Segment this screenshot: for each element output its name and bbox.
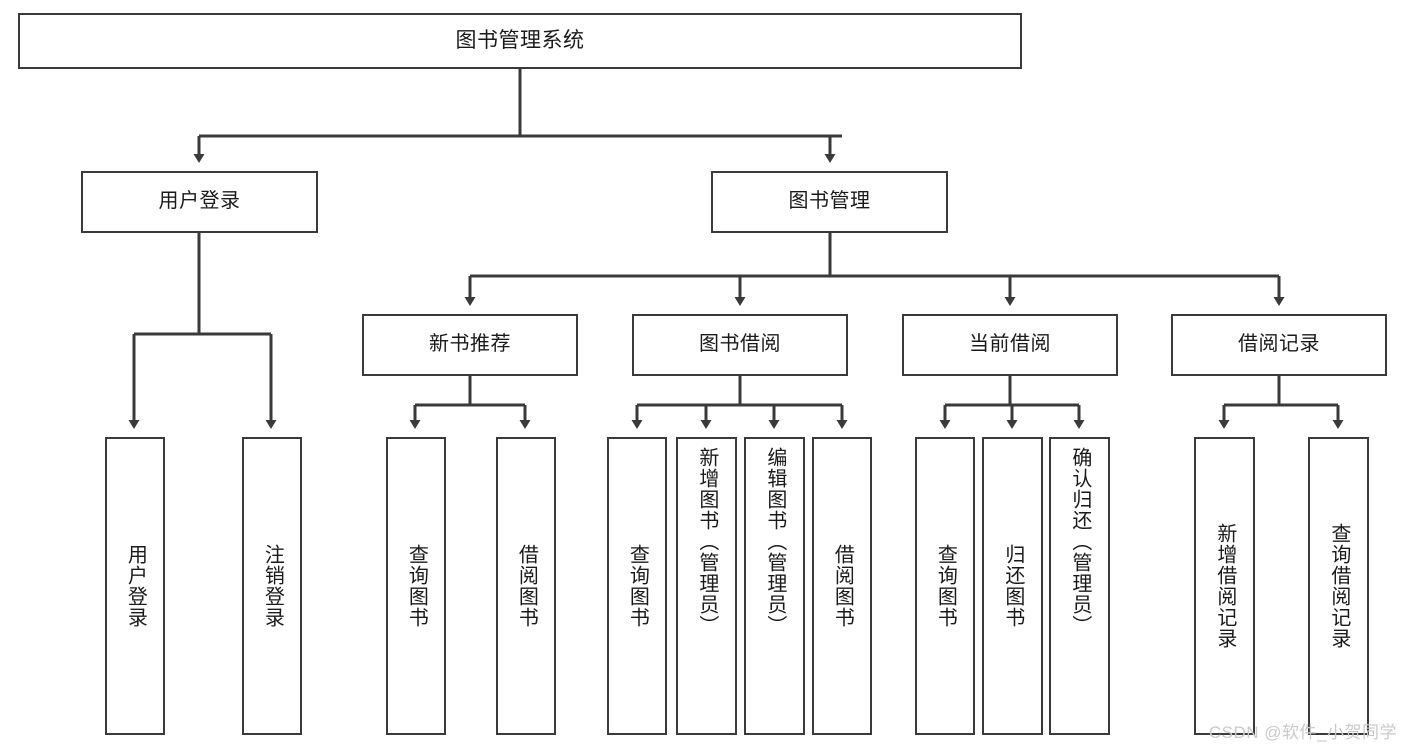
node-leaf-confirm-return-label: 确认归还（管理员） bbox=[1068, 447, 1091, 636]
node-borrow-record-label: 借阅记录 bbox=[1238, 333, 1320, 356]
node-leaf-query-book-1-label: 查询图书 bbox=[405, 544, 428, 628]
node-leaf-query-record-label: 查询借阅记录 bbox=[1327, 523, 1350, 649]
node-leaf-edit-book[interactable]: 编辑图书（管理员） bbox=[744, 437, 805, 735]
node-user-login[interactable]: 用户登录 bbox=[81, 171, 318, 233]
node-leaf-add-book[interactable]: 新增图书（管理员） bbox=[676, 437, 737, 735]
node-leaf-add-record[interactable]: 新增借阅记录 bbox=[1194, 437, 1255, 735]
node-leaf-user-logout-label: 注销登录 bbox=[261, 544, 284, 628]
node-book-borrow[interactable]: 图书借阅 bbox=[632, 314, 848, 376]
node-leaf-borrow-book-2-label: 借阅图书 bbox=[831, 544, 854, 628]
node-leaf-return-book[interactable]: 归还图书 bbox=[982, 437, 1043, 735]
node-leaf-query-book-2-label: 查询图书 bbox=[626, 544, 649, 628]
node-book-manage[interactable]: 图书管理 bbox=[711, 171, 948, 233]
node-leaf-add-record-label: 新增借阅记录 bbox=[1213, 523, 1236, 649]
node-leaf-user-login-label: 用户登录 bbox=[124, 544, 147, 628]
node-leaf-edit-book-label: 编辑图书（管理员） bbox=[763, 447, 786, 636]
node-current-borrow[interactable]: 当前借阅 bbox=[902, 314, 1118, 376]
node-leaf-add-book-label: 新增图书（管理员） bbox=[695, 447, 718, 636]
node-leaf-borrow-book-1[interactable]: 借阅图书 bbox=[496, 437, 556, 735]
node-new-book-label: 新书推荐 bbox=[429, 333, 511, 356]
node-leaf-borrow-book-1-label: 借阅图书 bbox=[515, 544, 538, 628]
node-leaf-return-book-label: 归还图书 bbox=[1001, 544, 1024, 628]
node-root[interactable]: 图书管理系统 bbox=[18, 13, 1022, 69]
node-leaf-query-book-3[interactable]: 查询图书 bbox=[915, 437, 975, 735]
node-leaf-query-book-3-label: 查询图书 bbox=[934, 544, 957, 628]
node-user-login-label: 用户登录 bbox=[158, 190, 241, 213]
node-leaf-user-login[interactable]: 用户登录 bbox=[105, 437, 165, 735]
node-current-borrow-label: 当前借阅 bbox=[969, 333, 1051, 356]
node-book-manage-label: 图书管理 bbox=[788, 190, 871, 213]
node-leaf-query-record[interactable]: 查询借阅记录 bbox=[1308, 437, 1369, 735]
node-new-book[interactable]: 新书推荐 bbox=[362, 314, 578, 376]
node-leaf-user-logout[interactable]: 注销登录 bbox=[242, 437, 302, 735]
node-root-label: 图书管理系统 bbox=[455, 28, 585, 52]
node-leaf-borrow-book-2[interactable]: 借阅图书 bbox=[812, 437, 872, 735]
watermark: CSDN @软件_小贺同学 bbox=[1208, 723, 1397, 742]
node-leaf-query-book-2[interactable]: 查询图书 bbox=[607, 437, 667, 735]
node-book-borrow-label: 图书借阅 bbox=[699, 333, 781, 356]
node-leaf-confirm-return[interactable]: 确认归还（管理员） bbox=[1049, 437, 1110, 735]
node-borrow-record[interactable]: 借阅记录 bbox=[1171, 314, 1387, 376]
node-leaf-query-book-1[interactable]: 查询图书 bbox=[386, 437, 446, 735]
